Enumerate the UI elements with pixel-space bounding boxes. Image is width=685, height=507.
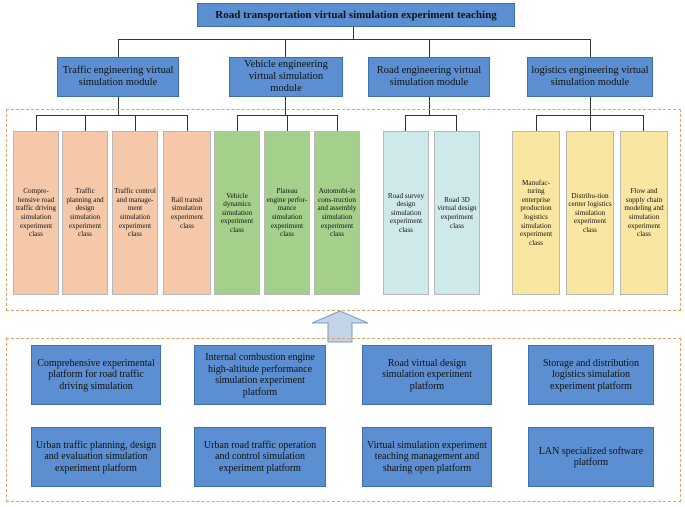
class-card: Automobi-le cons-truction and assembly s… bbox=[314, 131, 360, 295]
class-card: Road survey design simulation experiment… bbox=[383, 131, 429, 295]
traffic-branch-1 bbox=[36, 115, 37, 131]
module-logistics-engineering: logistics engineering virtual simulation… bbox=[527, 57, 653, 97]
platform-box: LAN specialized software platform bbox=[528, 427, 654, 487]
module-vehicle-engineering: Vehicle engineering virtual simulation m… bbox=[229, 57, 343, 97]
class-card: Traffic control and manage-ment simulati… bbox=[112, 131, 158, 295]
experiment-classes-container bbox=[6, 109, 681, 311]
module-traffic-engineering: Traffic engineering virtual simulation m… bbox=[57, 57, 179, 97]
module-road-engineering: Road engineering virtual simulation modu… bbox=[368, 57, 490, 97]
class-card: Rail transit simulation experiment class bbox=[163, 131, 211, 295]
road-branch-bar bbox=[405, 115, 456, 116]
module-1-connector bbox=[118, 39, 119, 57]
platform-box: Internal combustion engine high-altitude… bbox=[194, 345, 326, 405]
class-card: Manufac-turing enterprise production log… bbox=[512, 131, 560, 295]
modules-connector-horizontal bbox=[118, 39, 590, 40]
module-4-connector bbox=[590, 39, 591, 57]
platform-box: Virtual simulation experiment teaching m… bbox=[362, 427, 492, 487]
title-connector-vertical bbox=[353, 27, 354, 39]
vehicle-branch-stem bbox=[285, 97, 286, 115]
logistics-branch-stem bbox=[590, 97, 591, 115]
class-card: Vehicle dynamics simulation experiment c… bbox=[214, 131, 260, 295]
traffic-branch-2 bbox=[85, 115, 86, 131]
logistics-branch-1 bbox=[536, 115, 537, 131]
class-card: Flow and supply chain modeling and simul… bbox=[620, 131, 668, 295]
vehicle-branch-2 bbox=[287, 115, 288, 131]
class-card: Distribu-tion center logistics simulatio… bbox=[566, 131, 614, 295]
class-card: Road 3D virtual design experiment class bbox=[434, 131, 480, 295]
platform-box: Road virtual design simulation experimen… bbox=[362, 345, 492, 405]
class-card: Traffic planning and design simulation e… bbox=[62, 131, 108, 295]
module-3-connector bbox=[429, 39, 430, 57]
traffic-branch-4 bbox=[187, 115, 188, 131]
traffic-branch-stem bbox=[118, 97, 119, 115]
module-2-connector bbox=[285, 39, 286, 57]
class-card: Plateau engine perfor-mance simulation e… bbox=[264, 131, 310, 295]
vehicle-branch-1 bbox=[237, 115, 238, 131]
class-card: Compre-hensive road traffic driving simu… bbox=[13, 131, 59, 295]
logistics-branch-bar bbox=[536, 115, 643, 116]
road-branch-2 bbox=[456, 115, 457, 131]
platform-box: Urban road traffic operation and control… bbox=[194, 427, 326, 487]
logistics-branch-2 bbox=[590, 115, 591, 131]
platform-box: Comprehensive experimental platform for … bbox=[31, 345, 161, 405]
diagram-title: Road transportation virtual simulation e… bbox=[197, 3, 515, 27]
road-branch-stem bbox=[429, 97, 430, 115]
traffic-branch-bar bbox=[36, 115, 187, 116]
platform-box: Urban traffic planning, design and evalu… bbox=[31, 427, 161, 487]
logistics-branch-3 bbox=[643, 115, 644, 131]
platform-box: Storage and distribution logistics simul… bbox=[528, 345, 654, 405]
traffic-branch-3 bbox=[135, 115, 136, 131]
vehicle-branch-3 bbox=[337, 115, 338, 131]
platforms-container bbox=[6, 338, 681, 502]
road-branch-1 bbox=[405, 115, 406, 131]
